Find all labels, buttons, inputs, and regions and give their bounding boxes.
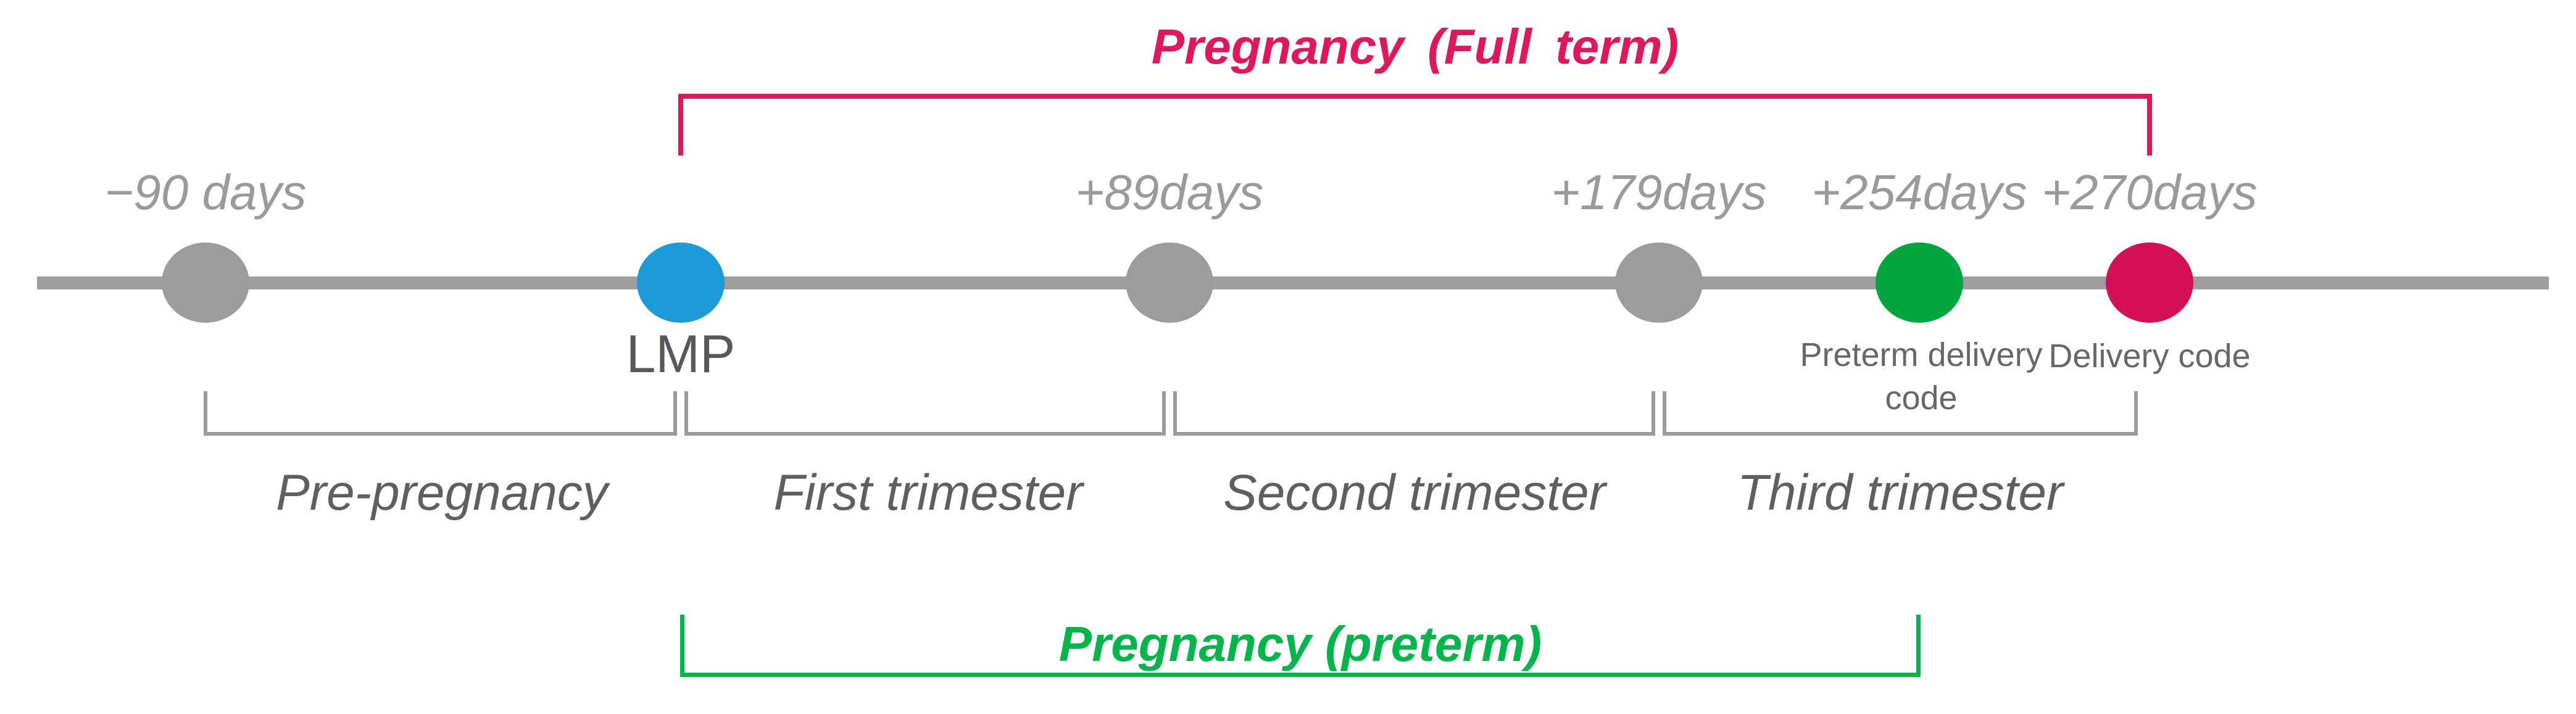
- timeline-dot-preterm-delivery: [1876, 243, 1963, 323]
- bracket-third-trimester: [1663, 391, 2138, 436]
- day-label-plus-179: +179days: [1551, 165, 1767, 220]
- delivery-code-label: Delivery code: [2048, 338, 2251, 375]
- timeline-dot-minus-90: [162, 243, 249, 323]
- period-label-first-trimester: First trimester: [773, 465, 1083, 521]
- timeline-dot-lmp: [637, 243, 725, 323]
- timeline-dot-delivery: [2106, 243, 2193, 323]
- lmp-label: LMP: [626, 325, 736, 384]
- bracket-second-trimester: [1173, 391, 1655, 436]
- full-term-bracket: [678, 94, 2152, 156]
- bracket-first-trimester: [684, 391, 1166, 436]
- period-label-third-trimester: Third trimester: [1737, 465, 2064, 521]
- full-term-bracket-title: Pregnancy (Full term): [1151, 19, 1679, 74]
- period-label-pre-pregnancy: Pre-pregnancy: [276, 465, 608, 521]
- preterm-bracket: [680, 615, 1921, 677]
- bracket-pre-pregnancy: [204, 391, 677, 436]
- day-label-plus-254: +254days: [1811, 165, 2027, 220]
- day-label-plus-270: +270days: [2042, 165, 2258, 220]
- day-label-minus-90: −90 days: [104, 165, 307, 220]
- period-label-second-trimester: Second trimester: [1223, 465, 1606, 521]
- timeline-dot-plus-89: [1126, 243, 1213, 323]
- preterm-delivery-code-label: Preterm delivery code: [1800, 336, 2043, 417]
- preterm-bracket-title: Pregnancy (preterm): [1058, 616, 1542, 671]
- timeline-dot-plus-179: [1615, 243, 1703, 323]
- day-label-plus-89: +89days: [1075, 165, 1264, 220]
